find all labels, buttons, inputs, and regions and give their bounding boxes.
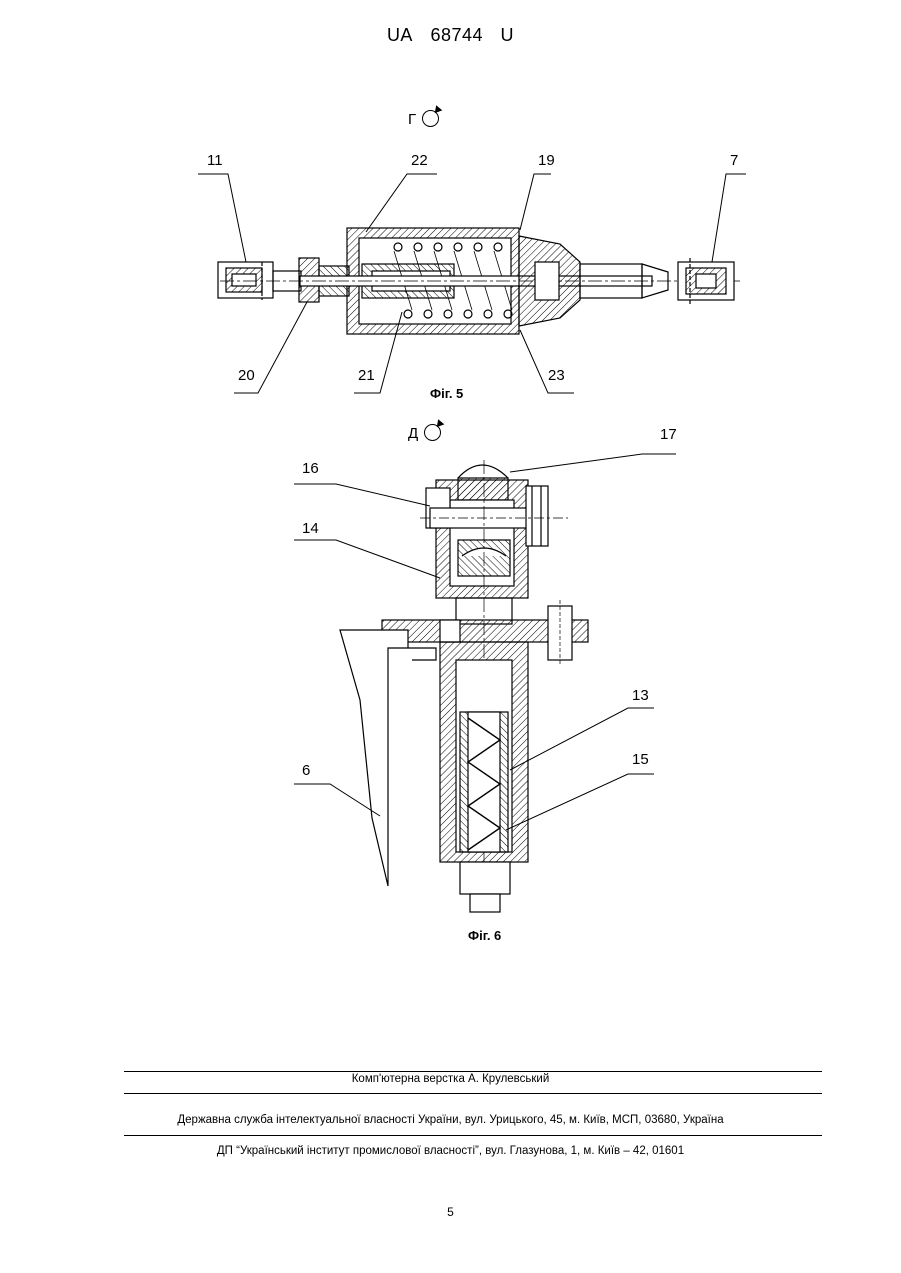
figure-5-drawing: [198, 174, 746, 393]
view-label-text: Д: [408, 425, 418, 442]
callout-19: 19: [538, 152, 555, 169]
figure-5-view-label: Г: [408, 110, 439, 128]
callout-21: 21: [358, 367, 375, 384]
callout-14: 14: [302, 520, 319, 537]
callout-11: 11: [207, 152, 223, 169]
view-direction-icon: [422, 110, 439, 127]
footer-divider: [124, 1135, 822, 1136]
callout-7: 7: [730, 152, 738, 169]
footer-divider: [124, 1071, 822, 1072]
footer-divider: [124, 1093, 822, 1094]
figure-6-view-label: Д: [408, 424, 441, 442]
callout-17: 17: [660, 426, 677, 443]
page-number: 5: [0, 1205, 901, 1219]
view-direction-icon: [424, 424, 441, 441]
callout-15: 15: [632, 751, 649, 768]
view-label-text: Г: [408, 111, 416, 128]
callout-13: 13: [632, 687, 649, 704]
figure-6-caption: Фіг. 6: [468, 928, 501, 943]
footer-institute: ДП “Український інститут промислової вла…: [0, 1145, 901, 1157]
callout-23: 23: [548, 367, 565, 384]
figure-5-caption: Фіг. 5: [430, 386, 463, 401]
callout-6: 6: [302, 762, 310, 779]
callout-16: 16: [302, 460, 319, 477]
footer-agency: Державна служба інтелектуальної власност…: [0, 1114, 901, 1126]
callout-22: 22: [411, 152, 428, 169]
callout-20: 20: [238, 367, 255, 384]
footer-typesetter: Комп'ютерна верстка А. Крулевський: [0, 1073, 901, 1085]
figure-6-drawing: [294, 454, 676, 912]
